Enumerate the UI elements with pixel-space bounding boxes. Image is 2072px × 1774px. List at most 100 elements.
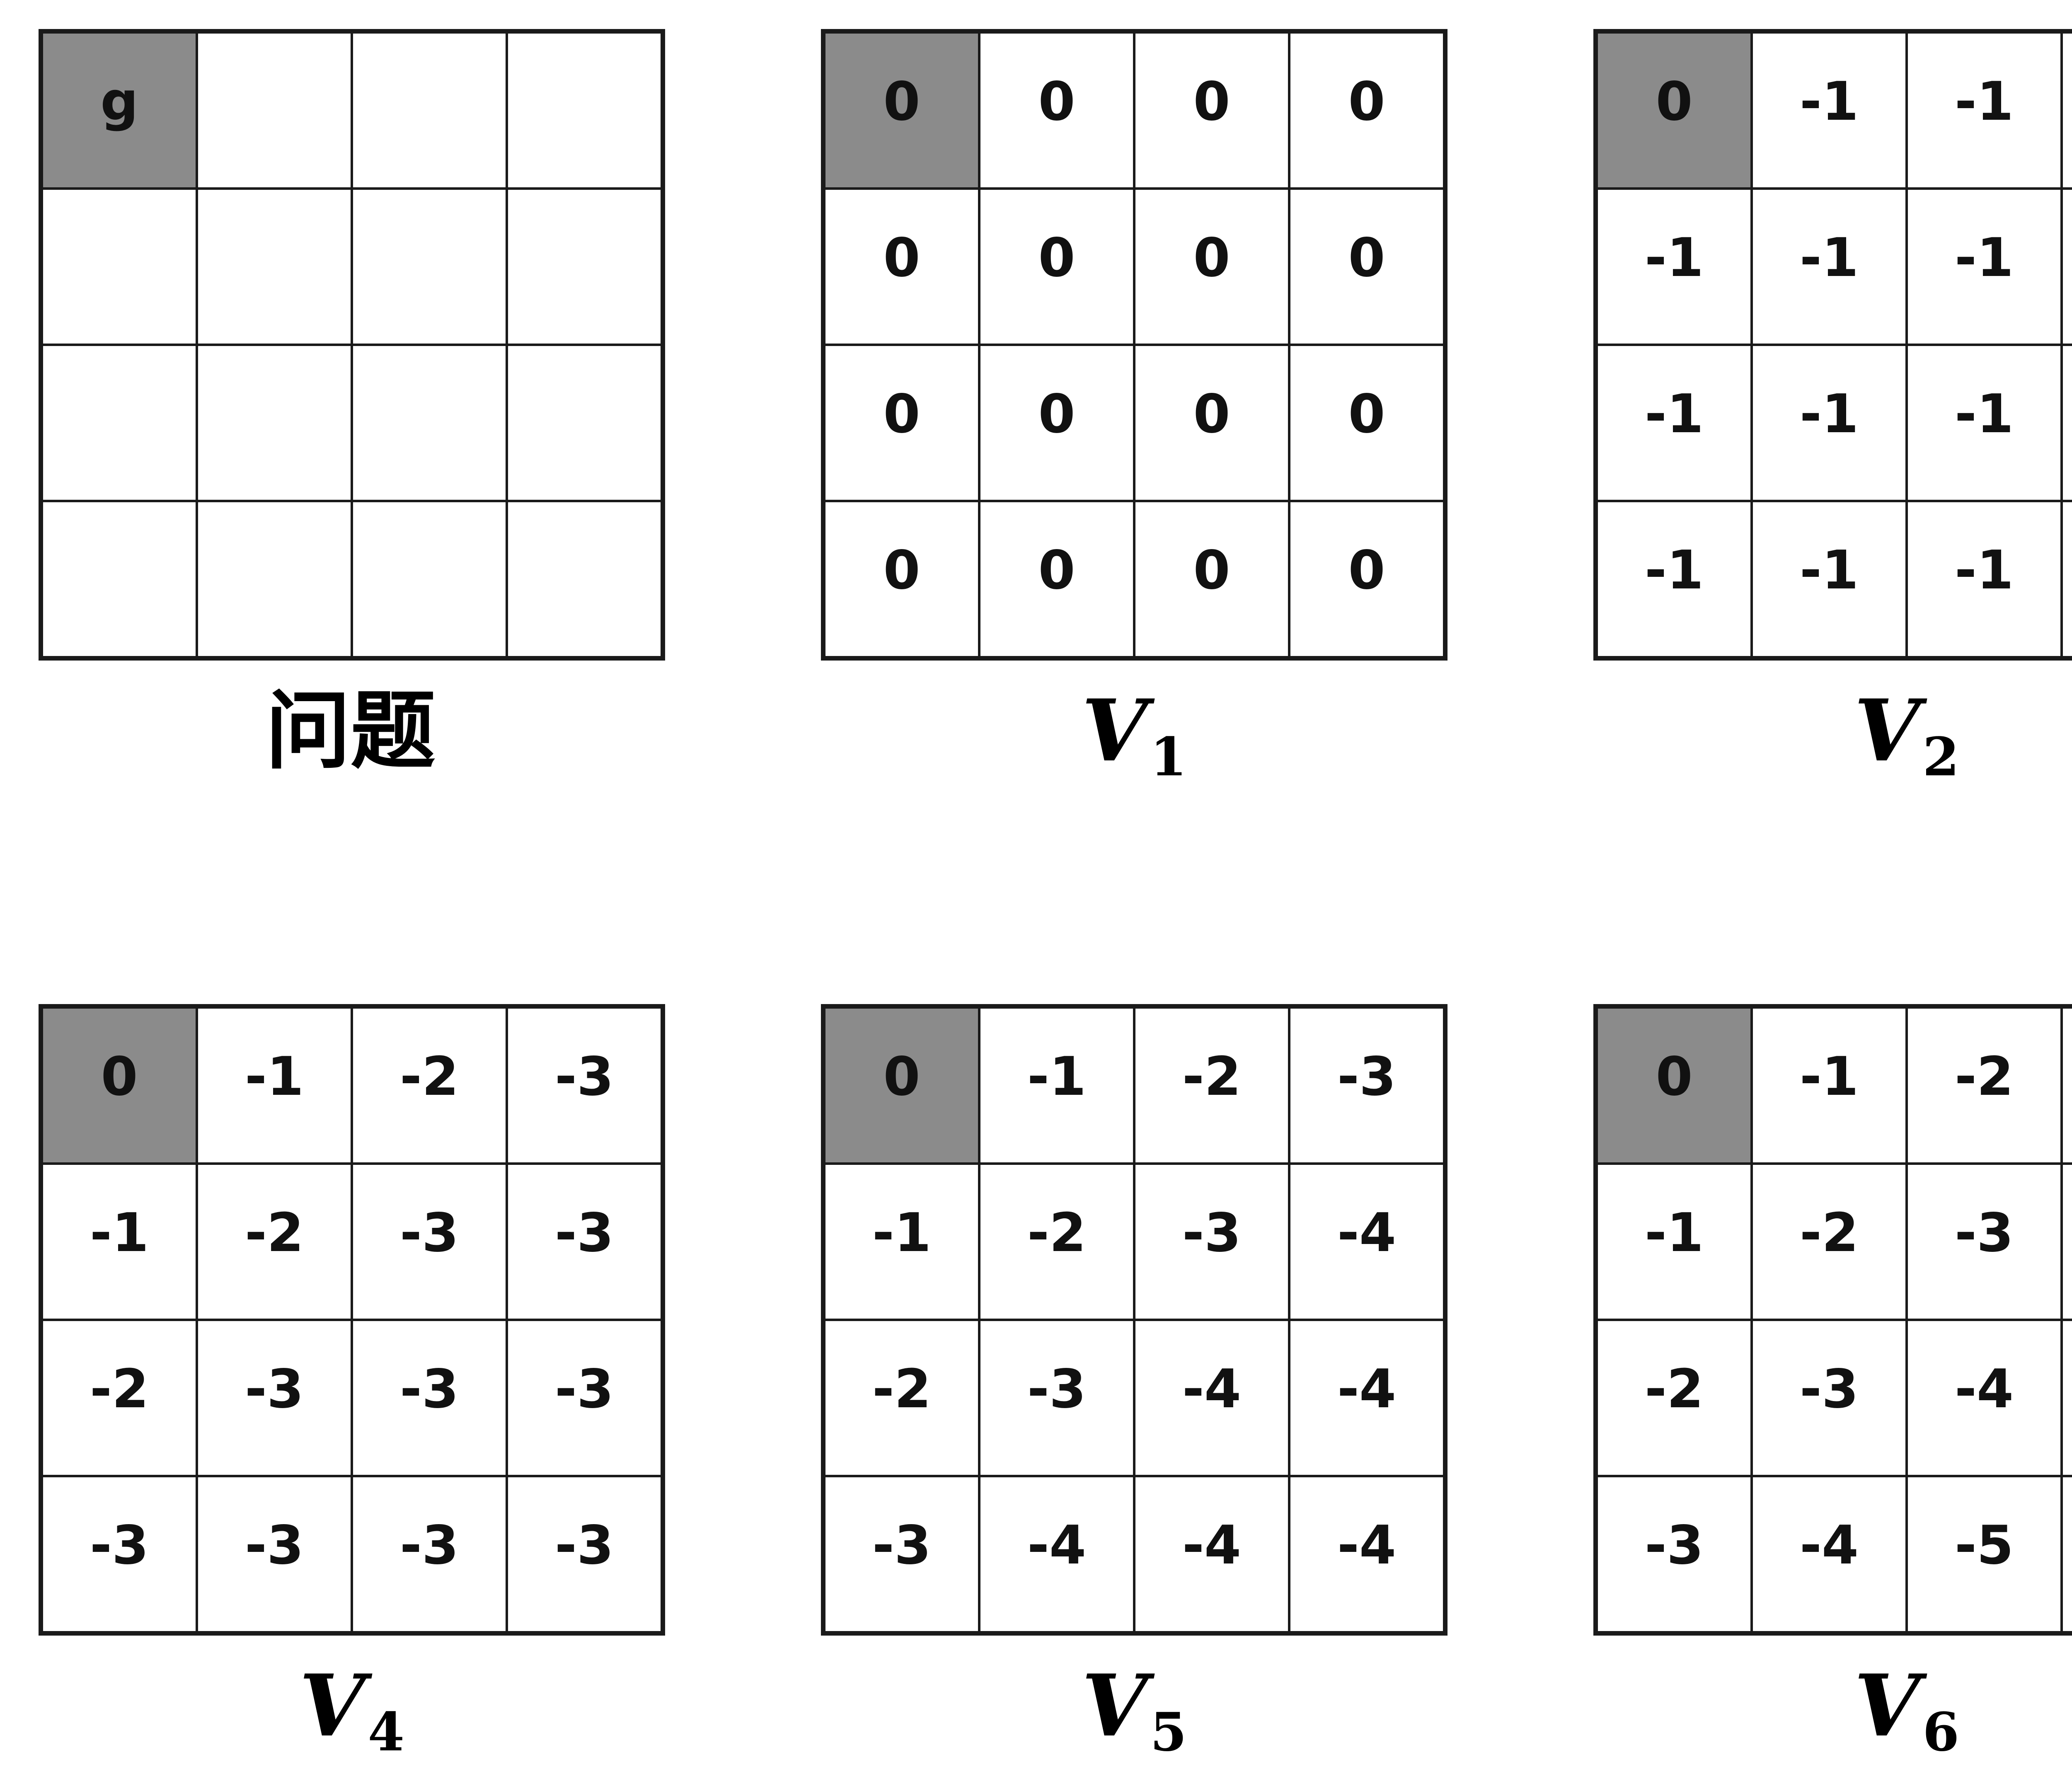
grid-cell-V2-r3c2: -1 xyxy=(1907,501,2062,657)
grid-cell-V5-r3c0: -3 xyxy=(824,1476,979,1632)
grid-cell-V1-r3c3: 0 xyxy=(1289,501,1444,657)
grid-problem: g xyxy=(39,29,665,661)
grid-cell-V6-r0c2: -2 xyxy=(1907,1007,2062,1164)
grid-cell-V4-r2c3: -3 xyxy=(507,1320,662,1476)
grid-cell-V6-r3c0: -3 xyxy=(1597,1476,1752,1632)
grid-cell-V4-r1c2: -3 xyxy=(352,1164,507,1320)
grid-cell-V2-r2c3: -1 xyxy=(2062,345,2072,501)
grid-cell-V1-r1c0: 0 xyxy=(824,189,979,345)
grid-cell-problem-r0c1 xyxy=(197,32,352,189)
caption-subscript: 2 xyxy=(1922,726,1959,788)
grid-cell-problem-r3c3 xyxy=(507,501,662,657)
caption-text: V xyxy=(1082,1656,1148,1756)
grid-cell-V5-r0c2: -2 xyxy=(1134,1007,1289,1164)
grid-cell-problem-r1c0 xyxy=(42,189,197,345)
grid-cell-V2-r1c2: -1 xyxy=(1907,189,2062,345)
grid-cell-V2-r0c2: -1 xyxy=(1907,32,2062,189)
caption-text: V xyxy=(299,1656,366,1756)
grid-cell-V1-r0c1: 0 xyxy=(979,32,1134,189)
grid-cell-V5-r2c3: -4 xyxy=(1289,1320,1444,1476)
grid-cell-problem-r2c2 xyxy=(352,345,507,501)
grid-cell-problem-r0c0-goal: g xyxy=(42,32,197,189)
grid-cell-V1-r3c1: 0 xyxy=(979,501,1134,657)
grid-cell-V6-r1c3: -4 xyxy=(2062,1164,2072,1320)
grid-figure-v5: 0-1-2-3-1-2-3-4-2-3-4-4-3-4-4-4 V5 xyxy=(821,1004,1447,1774)
caption-text: V xyxy=(1854,681,1920,781)
grid-v4: 0-1-2-3-1-2-3-3-2-3-3-3-3-3-3-3 xyxy=(39,1004,665,1636)
grid-cell-V4-r1c3: -3 xyxy=(507,1164,662,1320)
grid-cell-V1-r1c1: 0 xyxy=(979,189,1134,345)
grid-cell-problem-r3c0 xyxy=(42,501,197,657)
caption-subscript: 6 xyxy=(1922,1701,1959,1763)
grid-cell-V2-r1c0: -1 xyxy=(1597,189,1752,345)
grid-cell-V6-r3c2: -5 xyxy=(1907,1476,2062,1632)
grid-cell-problem-r2c0 xyxy=(42,345,197,501)
grid-cell-V5-r1c3: -4 xyxy=(1289,1164,1444,1320)
grid-caption-v4: V4 xyxy=(39,1658,665,1774)
grid-figure-v6: 0-1-2-3-1-2-3-4-2-3-4-5-3-4-5-5 V6 xyxy=(1593,1004,2072,1774)
grid-cell-problem-r2c1 xyxy=(197,345,352,501)
grid-caption-v2: V2 xyxy=(1593,683,2072,805)
grid-cell-problem-r0c2 xyxy=(352,32,507,189)
grid-cell-V4-r2c1: -3 xyxy=(197,1320,352,1476)
grid-cell-V5-r2c1: -3 xyxy=(979,1320,1134,1476)
grid-cell-problem-r3c1 xyxy=(197,501,352,657)
grid-cell-V6-r2c1: -3 xyxy=(1752,1320,1907,1476)
grid-cell-V1-r1c2: 0 xyxy=(1134,189,1289,345)
grid-cell-V6-r2c0: -2 xyxy=(1597,1320,1752,1476)
grid-cell-V4-r3c3: -3 xyxy=(507,1476,662,1632)
grid-caption-v6: V6 xyxy=(1593,1658,2072,1774)
grid-cell-V6-r2c2: -4 xyxy=(1907,1320,2062,1476)
grid-cell-V6-r3c1: -4 xyxy=(1752,1476,1907,1632)
grid-cell-V4-r2c0: -2 xyxy=(42,1320,197,1476)
grid-cell-V6-r0c1: -1 xyxy=(1752,1007,1907,1164)
grid-cell-V6-r0c3: -3 xyxy=(2062,1007,2072,1164)
grid-cell-V5-r2c0: -2 xyxy=(824,1320,979,1476)
grid-cell-V1-r2c3: 0 xyxy=(1289,345,1444,501)
grid-cell-problem-r1c3 xyxy=(507,189,662,345)
caption-subscript: 4 xyxy=(368,1701,404,1763)
grid-cell-V1-r0c3: 0 xyxy=(1289,32,1444,189)
grid-cell-V2-r2c1: -1 xyxy=(1752,345,1907,501)
grid-cell-V4-r0c0-goal: 0 xyxy=(42,1007,197,1164)
grid-cell-V5-r0c3: -3 xyxy=(1289,1007,1444,1164)
grid-cell-V5-r3c1: -4 xyxy=(979,1476,1134,1632)
grid-cell-problem-r1c1 xyxy=(197,189,352,345)
grid-cell-V2-r0c0-goal: 0 xyxy=(1597,32,1752,189)
grid-cell-V4-r1c0: -1 xyxy=(42,1164,197,1320)
grid-cell-V5-r0c0-goal: 0 xyxy=(824,1007,979,1164)
grid-cell-V6-r1c0: -1 xyxy=(1597,1164,1752,1320)
grid-cell-V1-r0c0-goal: 0 xyxy=(824,32,979,189)
grid-cell-V2-r0c1: -1 xyxy=(1752,32,1907,189)
grid-cell-V4-r0c2: -2 xyxy=(352,1007,507,1164)
grid-cell-V2-r3c1: -1 xyxy=(1752,501,1907,657)
grid-cell-V6-r3c3: -5 xyxy=(2062,1476,2072,1632)
grid-cell-V6-r1c2: -3 xyxy=(1907,1164,2062,1320)
grid-figure-v2: 0-1-1-1-1-1-1-1-1-1-1-1-1-1-1-1 V2 xyxy=(1593,29,2072,805)
caption-subscript: 5 xyxy=(1150,1701,1187,1763)
grid-cell-V5-r1c2: -3 xyxy=(1134,1164,1289,1320)
grid-figure-problem: g 问题 xyxy=(39,29,665,805)
grid-cell-V2-r3c0: -1 xyxy=(1597,501,1752,657)
grid-cell-V5-r3c3: -4 xyxy=(1289,1476,1444,1632)
grid-cell-V1-r3c0: 0 xyxy=(824,501,979,657)
grid-v5: 0-1-2-3-1-2-3-4-2-3-4-4-3-4-4-4 xyxy=(821,1004,1447,1636)
grid-cell-V2-r1c3: -1 xyxy=(2062,189,2072,345)
grid-cell-V1-r0c2: 0 xyxy=(1134,32,1289,189)
grid-figure-v4: 0-1-2-3-1-2-3-3-2-3-3-3-3-3-3-3 V4 xyxy=(39,1004,665,1774)
grid-cell-V6-r1c1: -2 xyxy=(1752,1164,1907,1320)
grid-cell-V1-r2c1: 0 xyxy=(979,345,1134,501)
grid-caption-problem: 问题 xyxy=(39,683,665,805)
caption-subscript: 1 xyxy=(1150,726,1187,788)
grid-cell-V5-r2c2: -4 xyxy=(1134,1320,1289,1476)
grid-cell-V5-r0c1: -1 xyxy=(979,1007,1134,1164)
grid-cell-V1-r2c2: 0 xyxy=(1134,345,1289,501)
grid-cell-V2-r0c3: -1 xyxy=(2062,32,2072,189)
grid-cell-V4-r3c0: -3 xyxy=(42,1476,197,1632)
grid-cell-V5-r1c1: -2 xyxy=(979,1164,1134,1320)
grid-cell-problem-r3c2 xyxy=(352,501,507,657)
grid-cell-V6-r0c0-goal: 0 xyxy=(1597,1007,1752,1164)
